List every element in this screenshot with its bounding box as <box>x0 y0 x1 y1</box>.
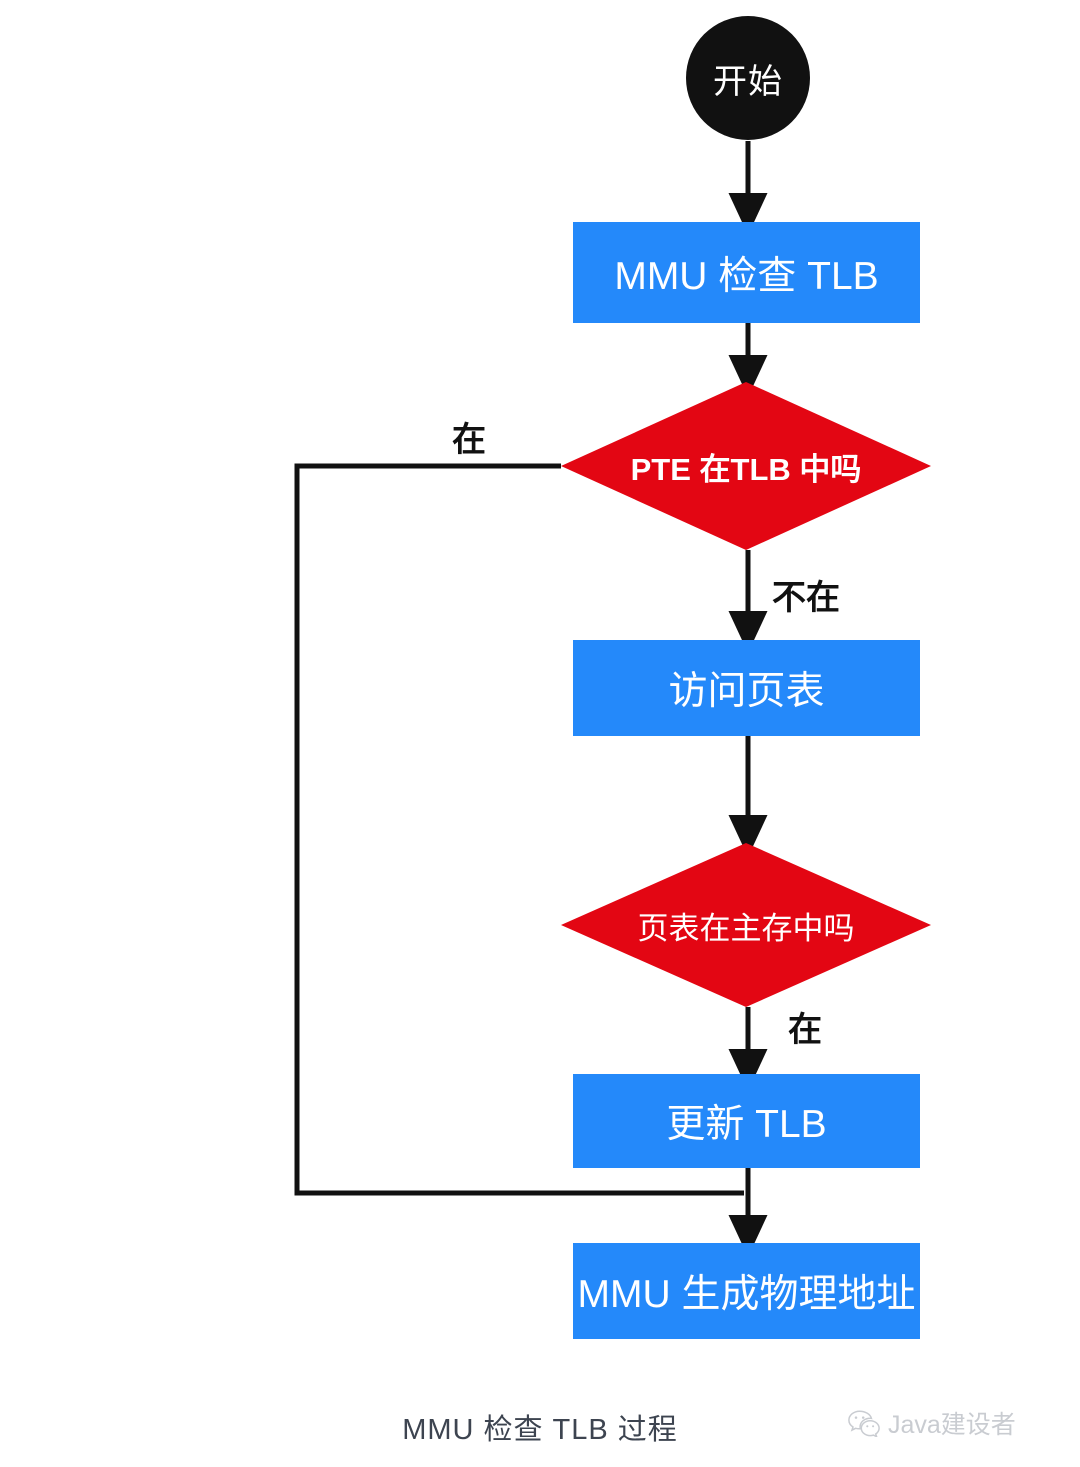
node-visit-page-table-shape[interactable] <box>573 640 920 736</box>
node-generate-physical-address-shape[interactable] <box>573 1243 920 1339</box>
edge-label-decision2-yes: 在 <box>788 1011 822 1049</box>
node-check-tlb-shape[interactable] <box>573 222 920 323</box>
node-pte-in-tlb-shape[interactable] <box>561 382 931 550</box>
edge-label-decision1-no: 不在 <box>772 579 840 617</box>
node-update-tlb-shape[interactable] <box>573 1074 920 1168</box>
edge-label-decision1-yes: 在 <box>452 421 486 459</box>
node-start-shape[interactable] <box>686 16 810 140</box>
wechat-icon <box>848 1409 880 1437</box>
edge-decision1-yes-feedback <box>294 463 744 1196</box>
diagram-caption: MMU 检查 TLB 过程 <box>402 1414 678 1446</box>
node-page-table-in-memory-shape[interactable] <box>561 843 931 1007</box>
watermark: Java建设者 <box>848 1405 1016 1441</box>
watermark-text: Java建设者 <box>888 1411 1016 1439</box>
